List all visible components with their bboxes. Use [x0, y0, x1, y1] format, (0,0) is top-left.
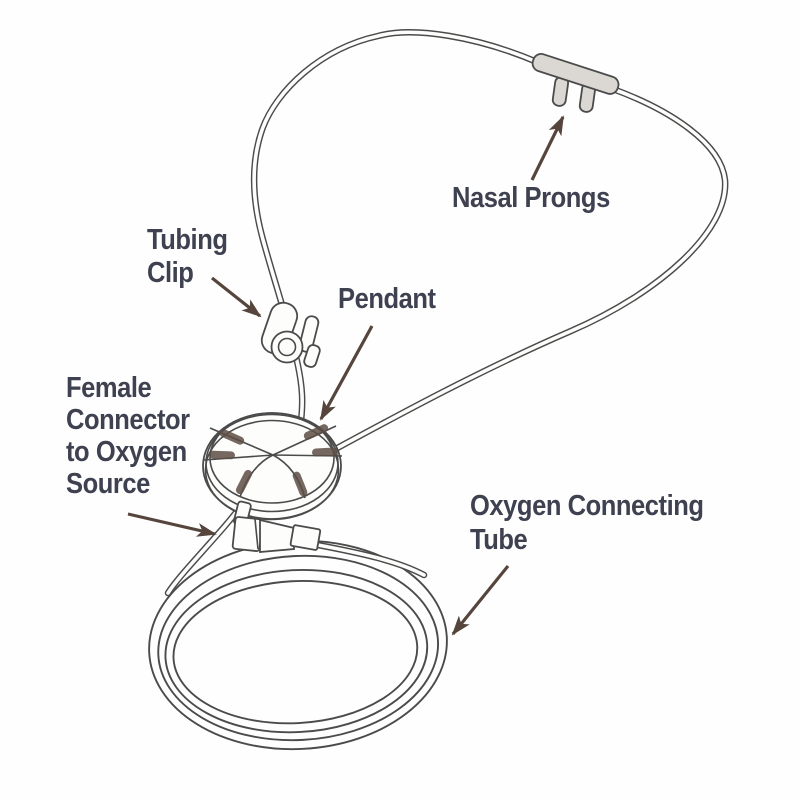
arrow-nasal-prongs: [530, 115, 565, 181]
arrow-oxygen-tube: [451, 564, 510, 636]
label-line: Female: [66, 372, 152, 404]
pendant-tube-capsule: [292, 471, 308, 497]
pendant-rim-line: [209, 412, 335, 504]
connector-facet-line: [254, 518, 259, 550]
label-line: Source: [66, 468, 150, 500]
label-nasal-prongs: Nasal Prongs: [452, 182, 610, 215]
label-tubing-clip: Tubing Clip: [147, 224, 228, 290]
connector-tube-segment: [318, 545, 424, 575]
coil-loop: [164, 568, 429, 734]
connector-end: [289, 524, 322, 551]
pendant-rim-line: [205, 413, 339, 513]
label-line: Connector: [66, 404, 190, 436]
supply-tube-segment: [168, 503, 243, 593]
pendant-tube-capsule: [303, 424, 329, 440]
pendant-shape: [202, 412, 343, 521]
connector-barrel: [259, 518, 295, 553]
clip-tab-small: [303, 344, 321, 368]
label-line: Nasal Prongs: [452, 182, 610, 214]
coil-loop: [157, 554, 439, 742]
label-line: to Oxygen: [66, 436, 187, 468]
label-line: Tubing: [147, 224, 228, 256]
female-connector-shape: [231, 500, 322, 553]
cannula-tube-right: [330, 89, 725, 452]
arrow-tubing-clip: [211, 276, 262, 318]
arrow-female-connector: [127, 512, 217, 537]
prong-manifold: [531, 53, 620, 95]
pendant-tube-capsule: [235, 469, 253, 495]
clip-ring-inner: [277, 337, 297, 357]
label-pendant: Pendant: [338, 283, 436, 316]
label-line: Pendant: [338, 283, 436, 315]
clip-tab: [298, 315, 320, 353]
label-line: Oxygen Connecting: [470, 490, 704, 522]
label-oxygen-connecting-tube: Oxygen Connecting Tube: [470, 489, 704, 557]
pointer-arrows: [127, 115, 565, 636]
arrow-pendant: [319, 325, 374, 421]
label-line: Tube: [470, 524, 528, 556]
label-female-connector: Female Connector to Oxygen Source: [66, 372, 190, 500]
pendant-tube-capsule: [209, 450, 235, 460]
pendant-rim-line: [204, 419, 340, 521]
pendant-tube-capsule: [312, 447, 338, 457]
nasal-prongs-shape: [531, 53, 620, 113]
tubing-clip-shape: [260, 301, 321, 368]
label-line: Clip: [147, 257, 194, 289]
clip-ring: [270, 330, 304, 364]
pendant-tube-capsule: [219, 429, 245, 445]
coil-loop: [172, 580, 419, 725]
